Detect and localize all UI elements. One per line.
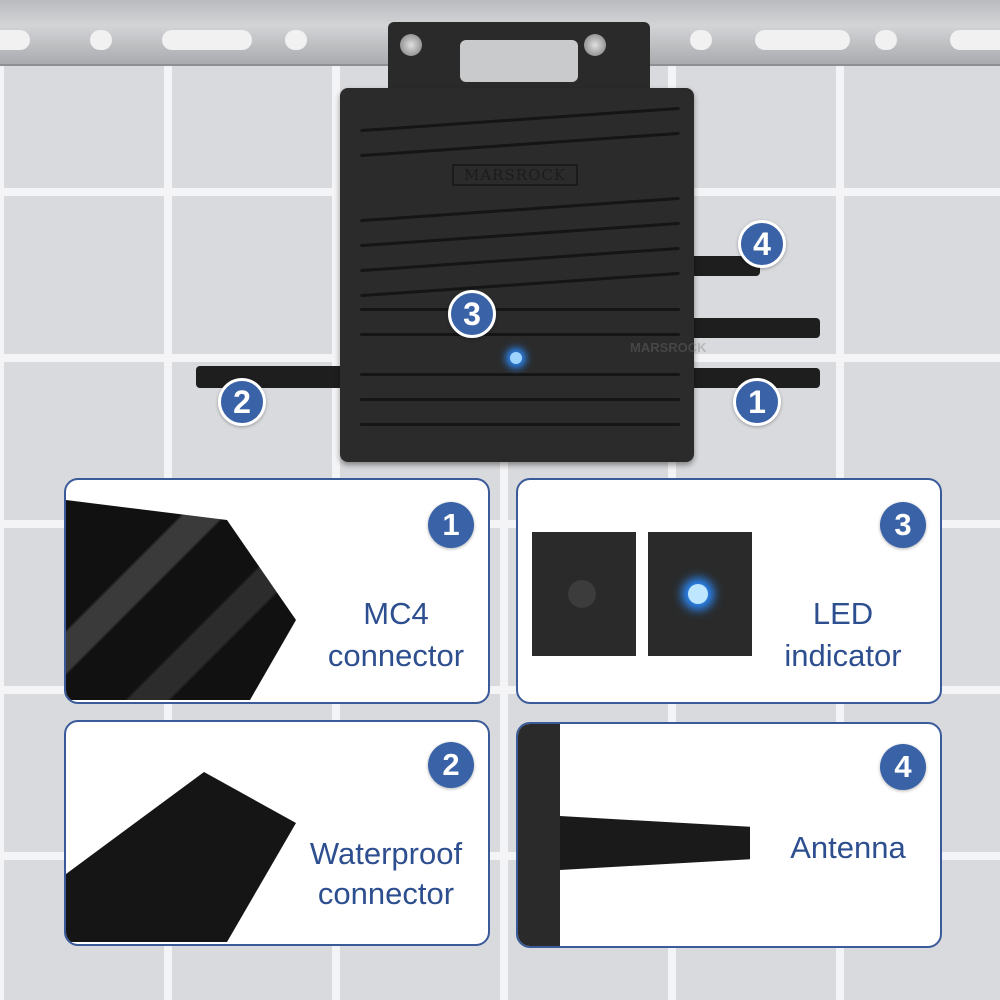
card-title: Waterproof [309,836,463,871]
led-on-photo [648,532,752,656]
microinverter-device: MARSROCK [340,88,694,462]
card-title: Antenna [790,830,906,865]
callout-badge-4: 4 [738,220,786,268]
antenna-cable [690,256,760,276]
antenna-photo [560,816,750,870]
watermark: MARSROCK [630,340,707,355]
card-antenna: 4 Antenna [516,722,942,948]
callout-badge-1: 1 [733,378,781,426]
led-off-photo [532,532,636,656]
waterproof-cable [196,366,346,388]
card-waterproof-connector: 2 Waterproof connector [64,720,490,946]
waterproof-connector-photo [66,772,296,942]
callout-badge-3: 3 [448,290,496,338]
card-title: MC4 [363,596,429,631]
brand-logo: MARSROCK [452,164,578,186]
card-led-indicator: 3 LED indicator [516,478,942,704]
card-title: LED [812,596,874,631]
card-badge-2: 2 [428,742,474,788]
mc4-cable-top [690,318,820,338]
device-edge-photo [518,724,560,946]
card-subtitle: connector [327,638,465,673]
card-badge-3: 3 [880,502,926,548]
card-subtitle: connector [317,876,455,911]
card-badge-1: 1 [428,502,474,548]
card-mc4-connector: 1 MC4 connector [64,478,490,704]
led-indicator [510,352,522,364]
card-subtitle: indicator [784,638,902,673]
mc4-connector-photo [66,500,296,700]
card-badge-4: 4 [880,744,926,790]
callout-badge-2: 2 [218,378,266,426]
